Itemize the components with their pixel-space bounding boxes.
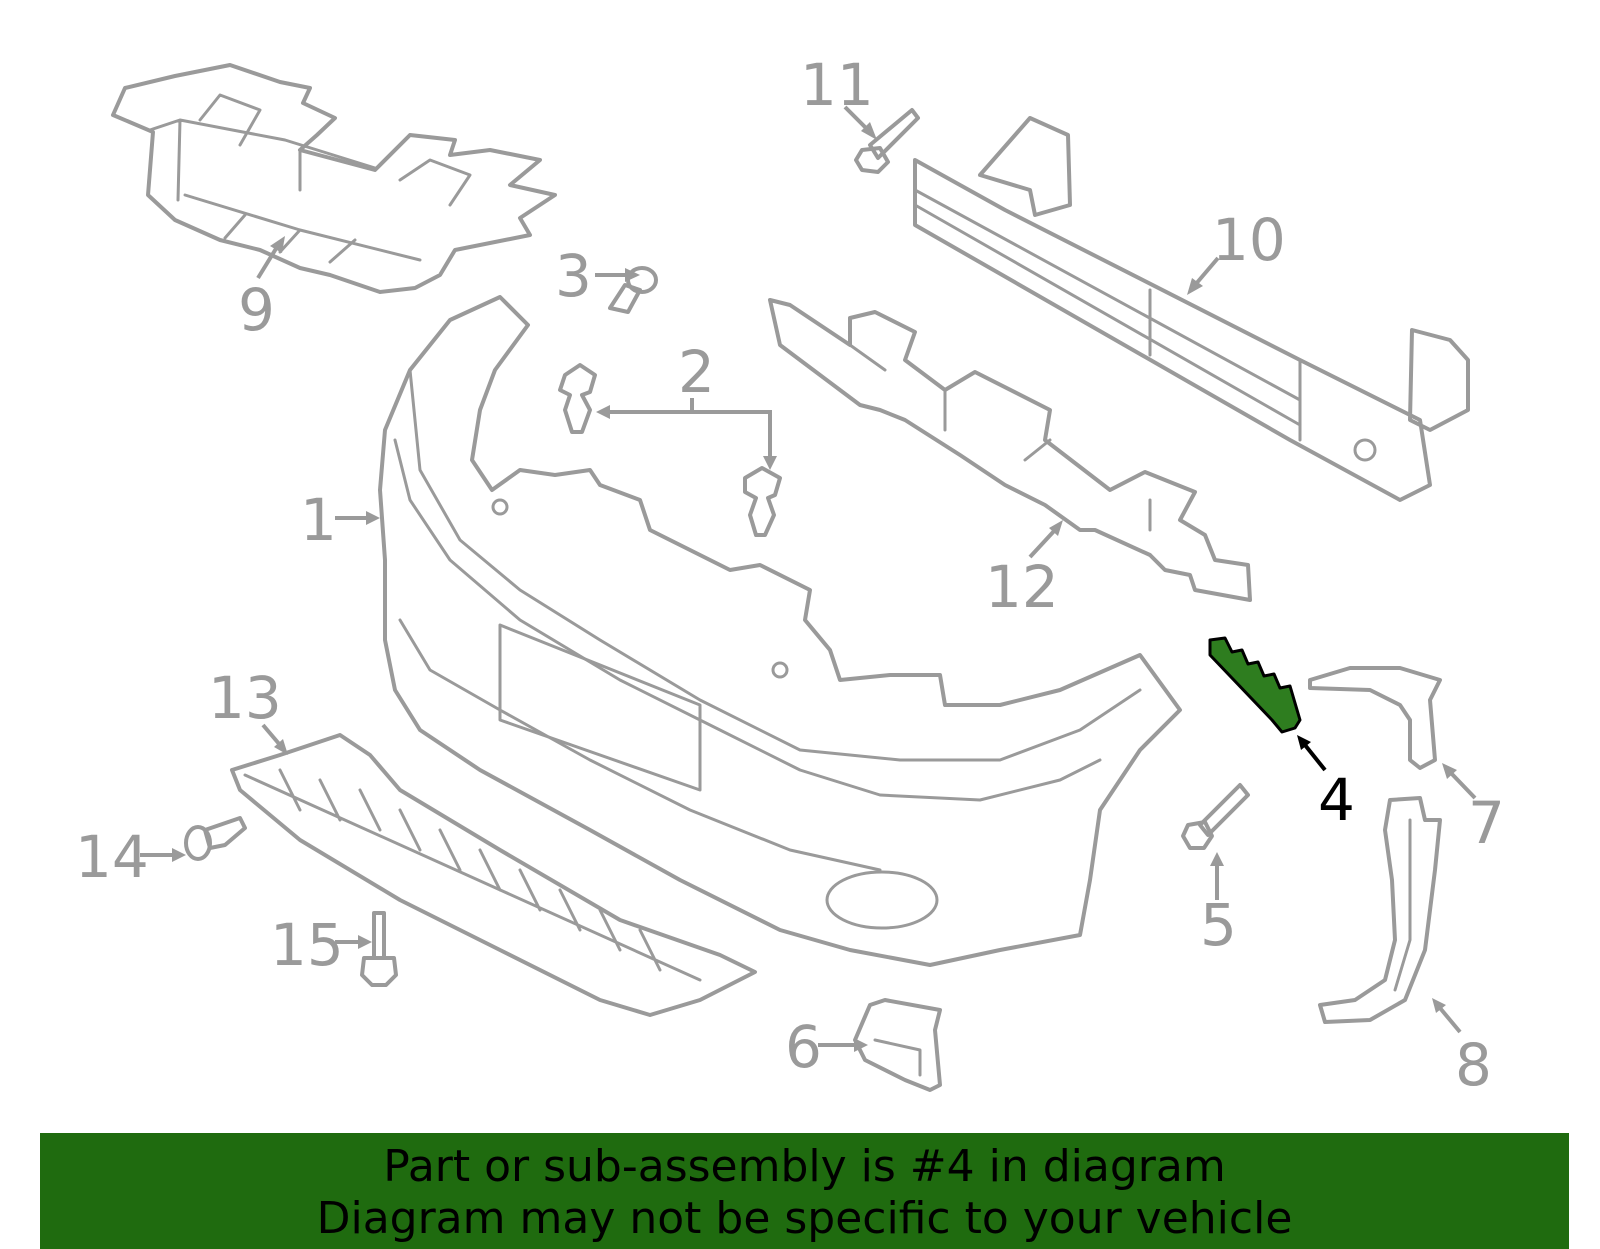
- part-2-clip-b: [743, 466, 782, 537]
- part-8-side-bracket: [1318, 796, 1442, 1024]
- callout-3: 3: [555, 242, 592, 310]
- callout-12: 12: [985, 553, 1059, 621]
- callout-6: 6: [785, 1013, 822, 1081]
- part-9-grille-support: [111, 63, 557, 294]
- arrow-11: [843, 105, 870, 132]
- callout-13: 13: [208, 664, 282, 732]
- callout-9: 9: [238, 276, 275, 344]
- part-12-absorber: [768, 298, 1252, 602]
- part-5-bolt: [1181, 783, 1250, 850]
- callout-11: 11: [800, 51, 874, 119]
- part-11-bolt: [854, 108, 920, 174]
- arrow-7: [1448, 770, 1477, 800]
- callout-4: 4: [1318, 766, 1355, 834]
- part-13-lower-deflector: [230, 733, 757, 1017]
- part-10-reinforcement-bar: [913, 116, 1470, 502]
- part-7-bracket: [1308, 666, 1442, 770]
- arrow-9: [256, 245, 279, 280]
- part-1-bumper-cover: [378, 295, 1182, 967]
- parts-diagram: 1 2 3 4 5 6 7 8 9 10 11 12 13 14 15: [75, 51, 1505, 1099]
- callout-15: 15: [270, 911, 344, 979]
- part-6-bracket: [853, 998, 942, 1092]
- callout-7: 7: [1468, 789, 1505, 857]
- callout-8: 8: [1455, 1031, 1492, 1099]
- callout-arrows: [140, 105, 1477, 1052]
- callout-14: 14: [75, 823, 149, 891]
- callout-labels: 1 2 3 4 5 6 7 8 9 10 11 12 13 14 15: [75, 51, 1505, 1099]
- part-4-bracket-highlighted: [1208, 636, 1302, 734]
- callout-1: 1: [300, 486, 337, 554]
- arrowhead-4: [1297, 735, 1311, 750]
- arrow-10: [1193, 256, 1220, 287]
- banner-line-2: Diagram may not be specific to your vehi…: [316, 1193, 1293, 1244]
- part-2-clip-a: [558, 363, 597, 434]
- part-15-bolt: [360, 911, 398, 987]
- arrow-2b: [692, 410, 772, 460]
- arrow-13: [261, 723, 282, 747]
- callout-2: 2: [678, 338, 715, 406]
- arrow-8: [1438, 1006, 1462, 1034]
- arrow-4: [1303, 743, 1327, 772]
- callout-5: 5: [1200, 891, 1237, 959]
- arrow-12: [1028, 528, 1057, 559]
- info-banner: Part or sub-assembly is #4 in diagram Di…: [40, 1133, 1569, 1249]
- banner-line-1: Part or sub-assembly is #4 in diagram: [383, 1141, 1226, 1192]
- part-14-push-clip: [184, 816, 247, 861]
- callout-10: 10: [1212, 206, 1286, 274]
